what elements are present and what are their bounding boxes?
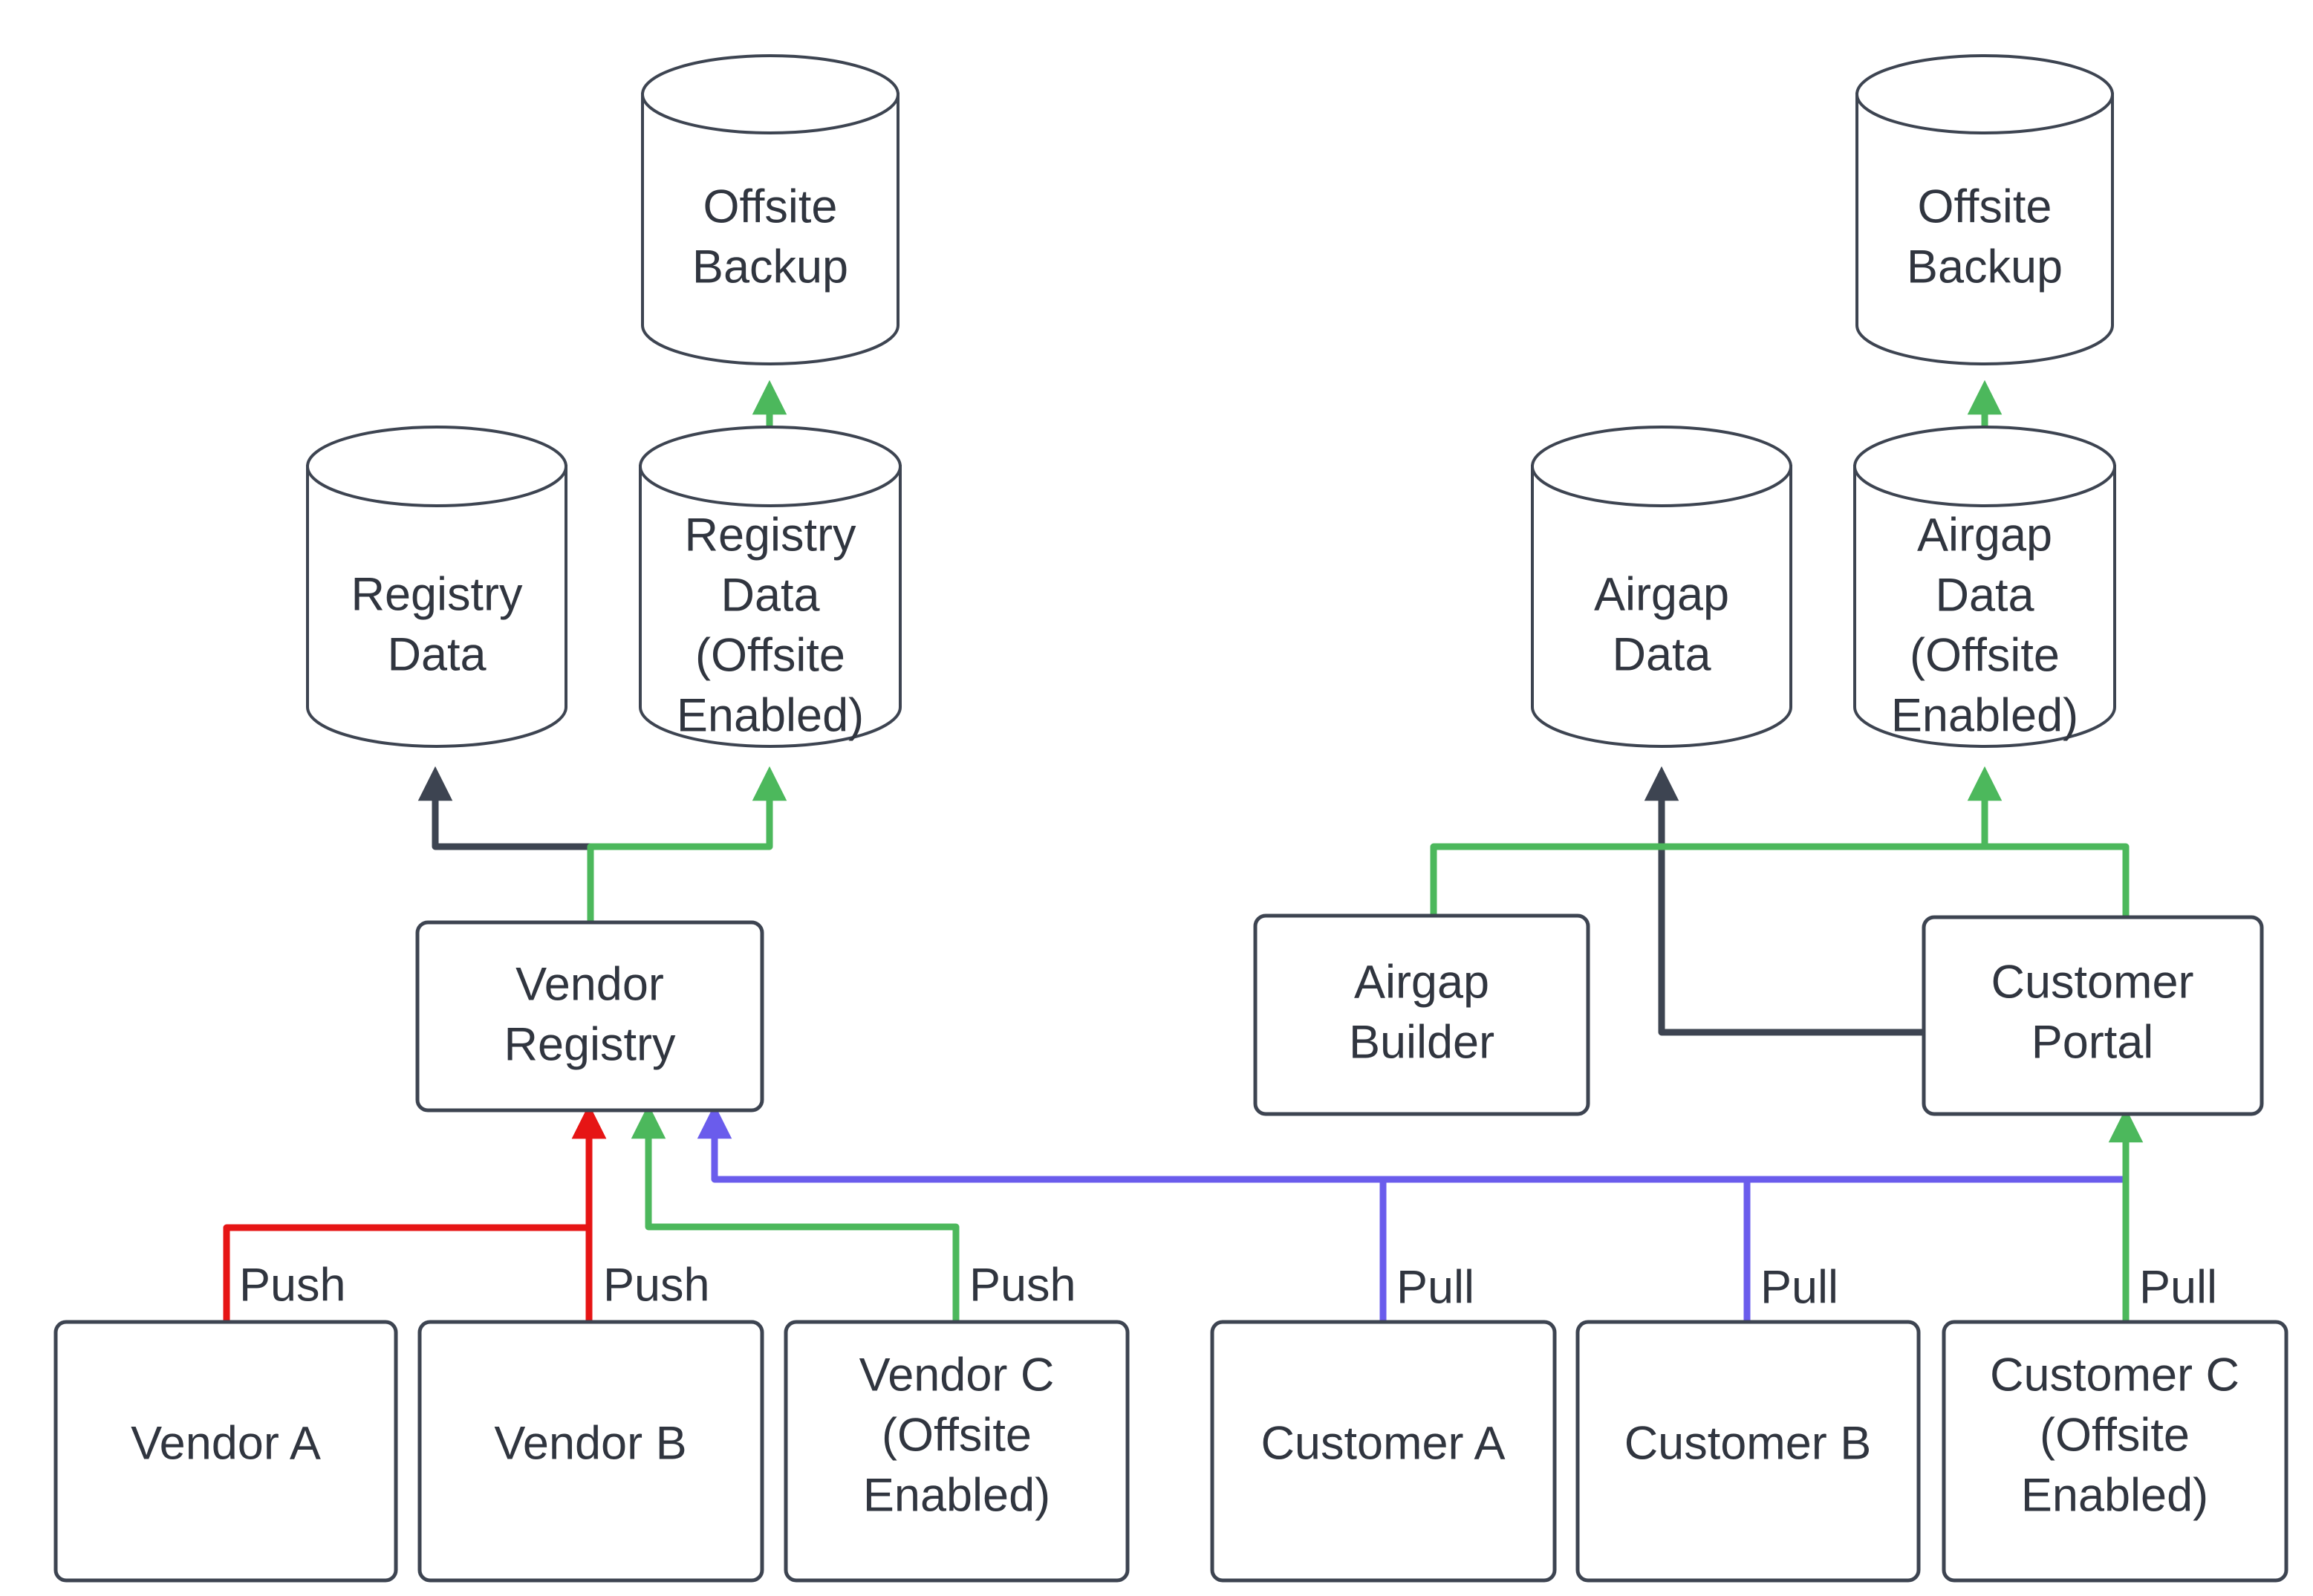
node-registry-data[interactable]: Registry Data [306, 426, 567, 748]
node-offsite-backup-right[interactable]: Offsite Backup [1855, 54, 2114, 365]
airgap-builder-label-2: Builder [1349, 1017, 1494, 1069]
vendor-c-label-3: Enabled) [863, 1470, 1050, 1522]
registry-data-offsite-label-3: (Offsite [695, 630, 845, 682]
vendor-registry-label-2: Registry [504, 1019, 676, 1071]
customer-b-label: Customer B [1624, 1418, 1872, 1470]
vendor-c-label-1: Vendor C [859, 1349, 1055, 1401]
node-airgap-data[interactable]: Airgap Data [1531, 426, 1792, 748]
node-airgap-builder[interactable]: Airgap Builder [1253, 913, 1590, 1116]
offsite-backup-left-label-1: Offsite [703, 181, 838, 233]
edge-vendor-registry-to-registry-data-offsite [587, 766, 787, 922]
edge-label-pull-customer-c: Pull [2139, 1262, 2217, 1314]
edge-customer-portal-to-airgap-data-offsite [1985, 843, 2130, 917]
customer-c-label-2: (Offsite [2040, 1410, 2190, 1462]
node-customer-a[interactable]: Customer A [1210, 1320, 1557, 1583]
airgap-data-offsite-label-1: Airgap [1917, 509, 2052, 561]
airgap-data-label-2: Data [1612, 629, 1711, 681]
node-registry-data-offsite[interactable]: Registry Data (Offsite Enabled) [639, 426, 902, 748]
edge-label-push-vendor-a: Push [239, 1260, 346, 1312]
customer-c-label-3: Enabled) [2021, 1470, 2208, 1522]
customer-portal-label-1: Customer [1991, 957, 2193, 1009]
offsite-backup-right-label-2: Backup [1907, 241, 2063, 293]
edge-label-push-vendor-b: Push [603, 1260, 710, 1312]
vendor-registry-label-1: Vendor [515, 959, 664, 1011]
node-airgap-data-offsite[interactable]: Airgap Data (Offsite Enabled) [1853, 426, 2116, 748]
edge-label-pull-customer-a: Pull [1396, 1262, 1474, 1314]
edge-label-pull-customer-b: Pull [1760, 1262, 1838, 1314]
airgap-data-offsite-label-3: (Offsite [1910, 630, 2060, 682]
node-vendor-b[interactable]: Vendor B [417, 1320, 764, 1583]
offsite-backup-right-label-1: Offsite [1918, 181, 2052, 233]
airgap-data-offsite-label-2: Data [1935, 570, 2034, 622]
vendor-b-label: Vendor B [494, 1418, 686, 1470]
vendor-a-label: Vendor A [131, 1418, 321, 1470]
node-customer-portal[interactable]: Customer Portal [1922, 915, 2264, 1116]
customer-portal-label-2: Portal [2031, 1017, 2154, 1069]
node-vendor-registry[interactable]: Vendor Registry [415, 920, 764, 1113]
node-customer-b[interactable]: Customer B [1575, 1320, 1921, 1583]
registry-data-label-2: Data [387, 629, 487, 681]
node-offsite-backup-left[interactable]: Offsite Backup [641, 54, 900, 365]
registry-data-label-1: Registry [351, 569, 523, 621]
airgap-data-offsite-label-4: Enabled) [1891, 690, 2078, 742]
registry-data-offsite-label-1: Registry [684, 509, 856, 561]
edge-customer-a-to-vendor-registry [697, 1104, 1387, 1322]
edge-label-push-vendor-c: Push [969, 1260, 1076, 1312]
node-vendor-a[interactable]: Vendor A [53, 1320, 398, 1583]
customer-a-label: Customer A [1260, 1418, 1505, 1470]
airgap-builder-label-1: Airgap [1354, 957, 1489, 1009]
edge-vendor-registry-to-registry-data [417, 766, 594, 922]
node-customer-c[interactable]: Customer C (Offsite Enabled) [1942, 1320, 2288, 1583]
edge-customer-portal-to-airgap-data [1644, 766, 1924, 1036]
vendor-c-label-2: (Offsite [882, 1410, 1032, 1462]
node-vendor-c[interactable]: Vendor C (Offsite Enabled) [784, 1320, 1130, 1583]
edge-vendor-c-to-vendor-registry [631, 1104, 960, 1322]
airgap-data-label-1: Airgap [1594, 569, 1729, 621]
customer-c-label-1: Customer C [1990, 1349, 2239, 1401]
registry-data-offsite-label-4: Enabled) [677, 690, 864, 742]
edge-airgap-builder-to-airgap-data-offsite [1430, 766, 2003, 916]
registry-data-offsite-label-2: Data [720, 570, 820, 622]
offsite-backup-left-label-2: Backup [692, 241, 848, 293]
